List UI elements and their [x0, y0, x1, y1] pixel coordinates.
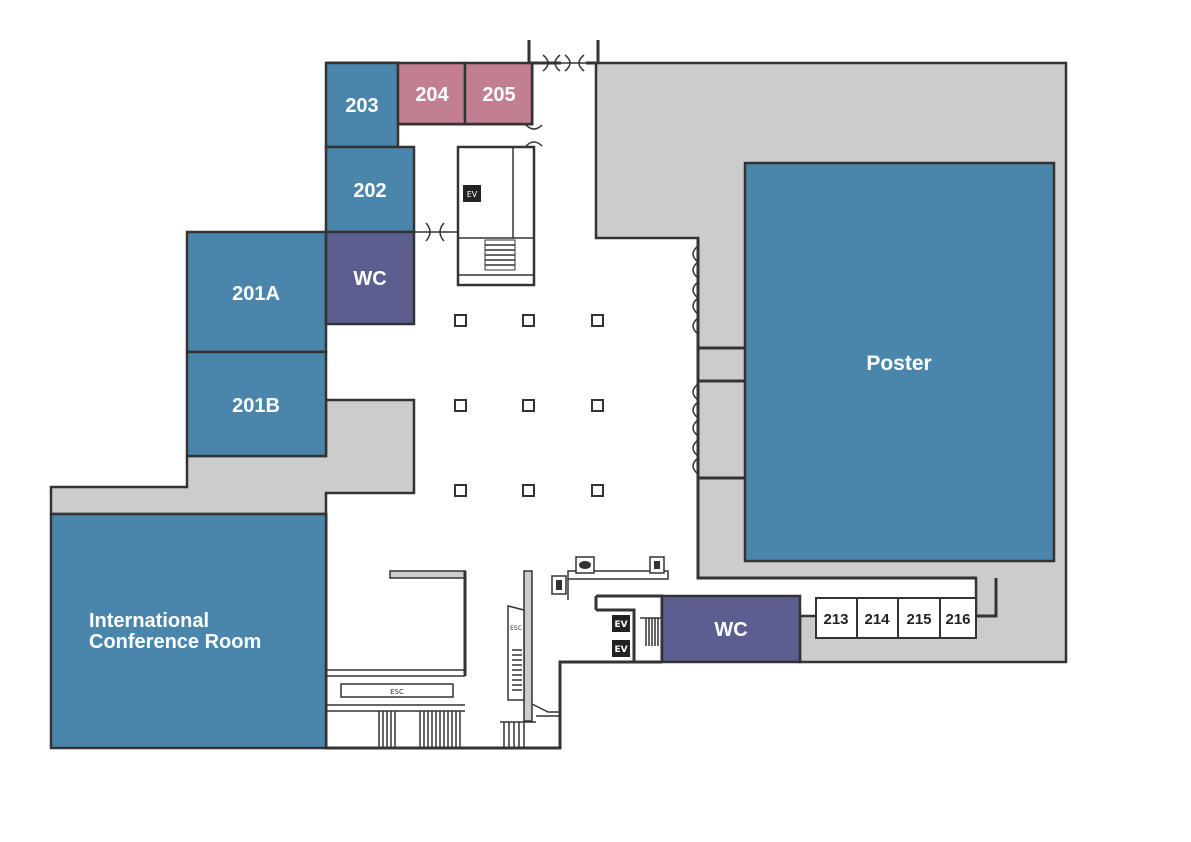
ev-badge-top[interactable]: EV: [463, 185, 481, 202]
telephone-icon[interactable]: [575, 556, 595, 574]
door-icon-205[interactable]: [525, 124, 543, 147]
label-202: 202: [353, 180, 386, 202]
room-205[interactable]: [463, 61, 534, 126]
wc-upper[interactable]: [324, 230, 416, 326]
room-labels: 203 204 205 202 WC 201A 201B Poster WC I…: [89, 84, 971, 653]
trash-bin-icon[interactable]: [551, 575, 567, 595]
label-203: 203: [345, 95, 378, 117]
escalator-vertical[interactable]: [500, 570, 560, 748]
rooms-pink: [396, 61, 534, 126]
label-poster: Poster: [866, 352, 931, 375]
room-214[interactable]: [856, 597, 899, 639]
ev-label-top: EV: [467, 190, 478, 199]
label-204: 204: [415, 84, 449, 106]
wc-lower[interactable]: [660, 594, 802, 664]
room-215[interactable]: [897, 597, 941, 639]
room-202[interactable]: [324, 145, 416, 234]
staircase-left: [378, 711, 461, 748]
pillars: [454, 314, 604, 497]
phone-counter: [551, 556, 669, 600]
lower-left-structures: [326, 570, 467, 748]
room-international-conference[interactable]: [49, 512, 328, 750]
label-214: 214: [864, 611, 890, 628]
label-215: 215: [906, 611, 931, 628]
label-216: 216: [945, 611, 970, 628]
double-door-icon[interactable]: [541, 54, 586, 72]
poster-doors: [692, 245, 699, 475]
esc-label-horizontal: ESC: [390, 688, 404, 696]
room-201b[interactable]: [185, 350, 328, 458]
elevator-stair-block: [456, 145, 536, 287]
ev-label-lower-2: EV: [614, 645, 627, 655]
door-icon-202[interactable]: [414, 222, 458, 242]
label-wc-lower: WC: [714, 619, 747, 641]
escalator-horizontal[interactable]: [340, 683, 454, 698]
restrooms: [324, 230, 802, 664]
room-216[interactable]: [939, 597, 977, 639]
ev-label-lower-1: EV: [614, 620, 627, 630]
ev-badge-lower-1[interactable]: EV: [612, 615, 630, 632]
room-poster[interactable]: [743, 161, 1056, 563]
label-intl-line1: International: [89, 610, 209, 632]
ev-badge-lower-2[interactable]: EV: [612, 640, 630, 657]
esc-label-vertical: ESC: [510, 625, 522, 632]
label-205: 205: [482, 84, 515, 106]
staircase-lower: [640, 617, 662, 646]
label-201a: 201A: [232, 283, 280, 305]
label-201b: 201B: [232, 395, 280, 417]
staircase-top: [484, 239, 516, 271]
payphone-icon[interactable]: [649, 556, 665, 574]
small-rooms: [815, 597, 977, 639]
label-213: 213: [823, 611, 848, 628]
label-intl-line2: Conference Room: [89, 631, 261, 653]
rooms-blue: [49, 61, 1056, 750]
label-wc-upper: WC: [353, 268, 386, 290]
